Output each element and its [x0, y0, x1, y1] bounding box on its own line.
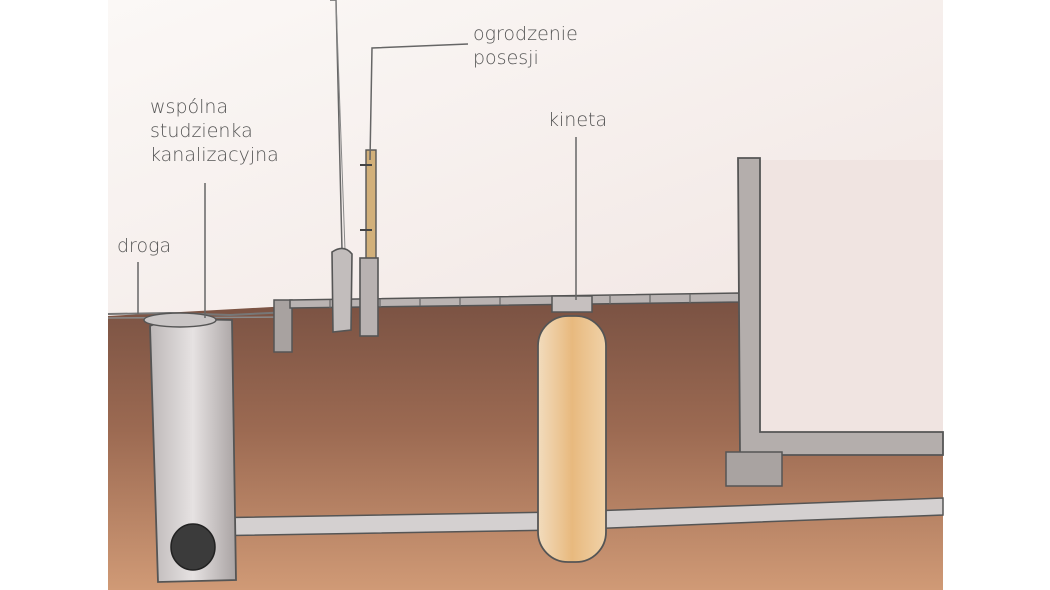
- fence-post-right: [359, 257, 379, 337]
- fence-rod: [330, 0, 343, 251]
- kineta-shaft: [537, 315, 607, 563]
- leader-lines: [137, 43, 577, 318]
- pavement-joints: [329, 294, 691, 308]
- fence-panel: [365, 149, 377, 261]
- label-ogrodzenie: ogrodzenie posesji: [473, 23, 578, 69]
- leader-ogrodzenie: [369, 43, 469, 161]
- building-interior: [760, 160, 943, 440]
- label-studzienka: wspólna studzienka kanalizacyjna: [150, 96, 279, 166]
- wall-footing: [725, 451, 783, 487]
- manhole-cover: [143, 312, 217, 328]
- pipe-outlet: [170, 523, 216, 571]
- curb: [273, 299, 293, 353]
- kineta-cover: [551, 295, 593, 313]
- fence-post-left: [331, 247, 353, 333]
- label-kineta: kineta: [548, 109, 608, 131]
- label-droga: droga: [117, 235, 172, 257]
